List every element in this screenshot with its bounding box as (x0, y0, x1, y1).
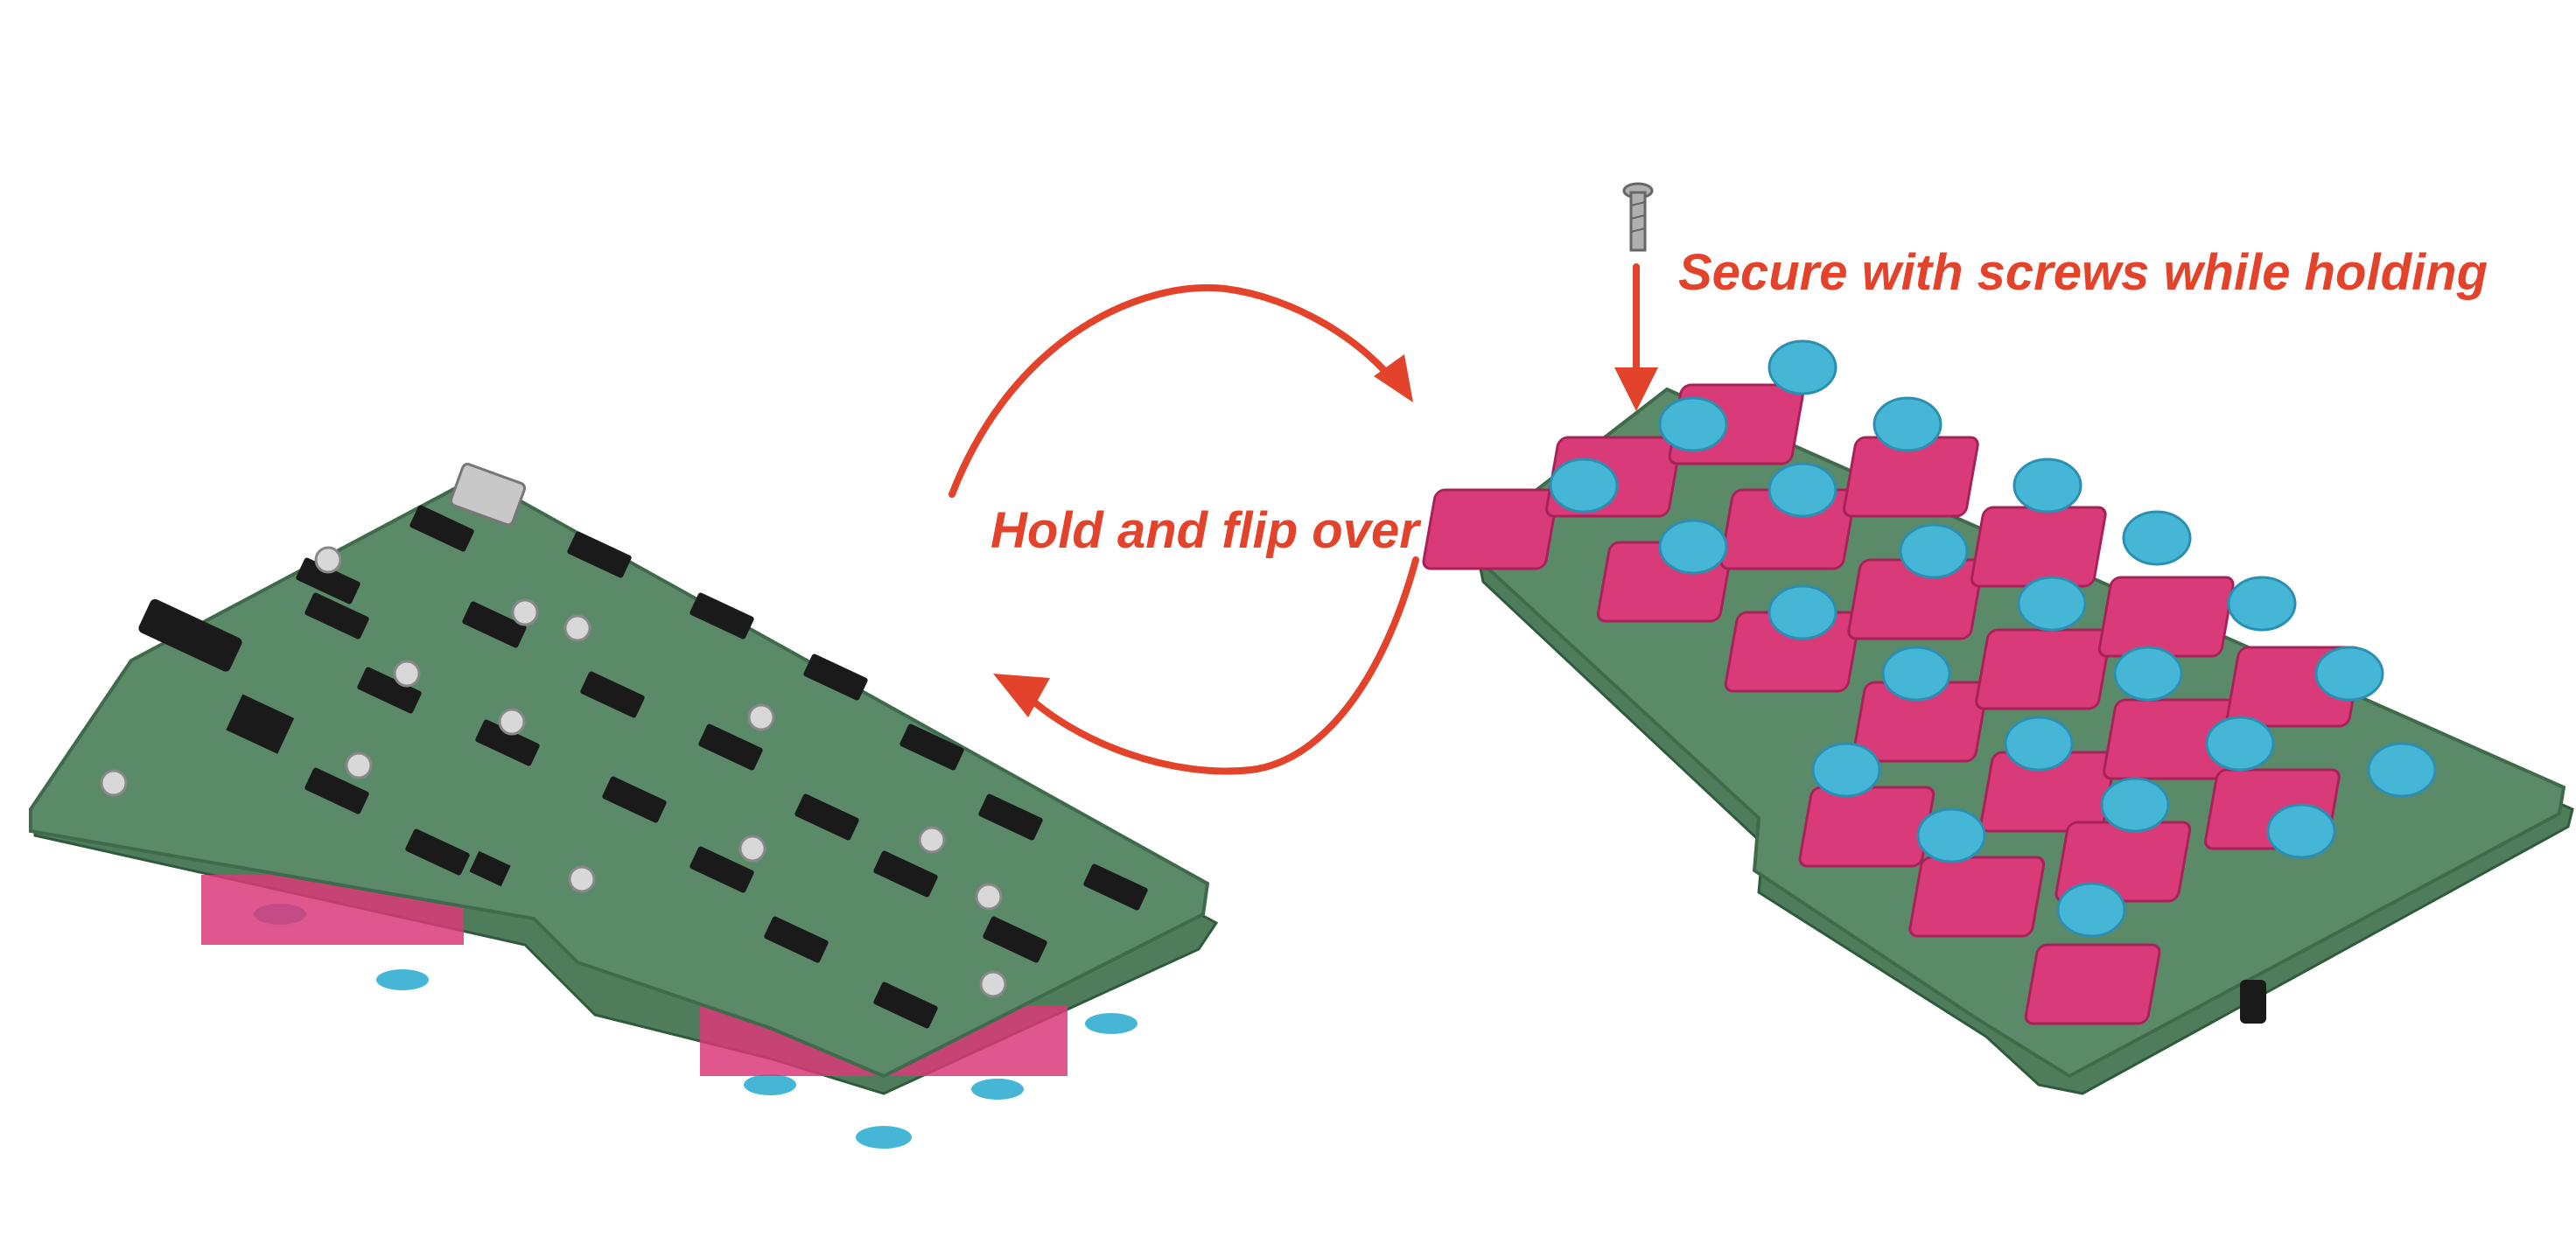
key-switches (1422, 339, 2437, 1025)
usb-connector (449, 463, 527, 527)
pcb-board (29, 474, 1210, 1079)
curved-arrow-pair (948, 284, 1419, 775)
screw-instruction-label: Secure with screws while holding (1678, 244, 2488, 301)
small-chip (469, 850, 511, 887)
screw-icon (1622, 182, 1654, 252)
controller-chip (226, 694, 295, 754)
down-arrow (1614, 263, 1658, 411)
hotswap-sockets (296, 505, 1148, 1029)
trrs-jack (138, 598, 242, 672)
standoffs (100, 546, 1007, 998)
keyboard-half-topside (1422, 339, 2574, 1095)
keyboard-half-underside (29, 463, 1219, 1149)
flip-instruction-label: Hold and flip over (990, 502, 1419, 559)
trrs-jack-right (2240, 980, 2266, 1024)
